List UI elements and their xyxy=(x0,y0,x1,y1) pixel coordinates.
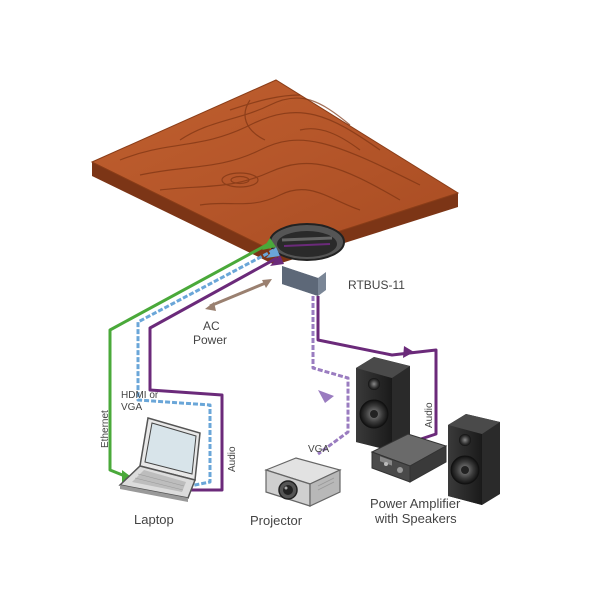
projector-label: Projector xyxy=(250,513,303,528)
power-cable xyxy=(209,280,269,308)
audio-cable-laptop xyxy=(148,256,278,492)
audio-laptop-label: Audio xyxy=(227,446,238,472)
ac-power-label-line2: Power xyxy=(193,333,227,347)
vga-arrow xyxy=(318,390,334,403)
power-arrow-top xyxy=(262,279,272,288)
ac-power-label-line1: AC xyxy=(203,319,220,333)
power-amplifier xyxy=(370,433,448,483)
audio-arrow-top xyxy=(270,255,284,266)
table xyxy=(90,79,460,265)
ethernet-arrow-top xyxy=(262,238,276,250)
ethernet-label: Ethernet xyxy=(100,410,111,448)
hdmi-vga-label-line1: HDMI or xyxy=(121,390,159,401)
ethernet-cable xyxy=(108,240,273,480)
speaker-left xyxy=(356,357,410,451)
amp-label-line2: with Speakers xyxy=(374,511,457,526)
hdmi-cable xyxy=(136,248,275,488)
audio-amp-label: Audio xyxy=(424,402,435,428)
device-label: RTBUS-11 xyxy=(348,278,405,292)
laptop-label: Laptop xyxy=(134,512,174,527)
speaker-right xyxy=(448,414,500,505)
rtbus-device xyxy=(269,223,345,296)
cables xyxy=(108,238,438,492)
hdmi-vga-label-line2: VGA xyxy=(121,402,142,413)
audio-cable-amp xyxy=(316,296,438,442)
vga-projector-label: VGA xyxy=(308,444,329,455)
hdmi-arrow xyxy=(266,247,280,258)
vga-cable-projector xyxy=(311,296,350,456)
power-arrow-bottom xyxy=(205,302,216,311)
amp-label-line1: Power Amplifier xyxy=(370,496,461,511)
laptop xyxy=(118,417,201,502)
projector xyxy=(264,457,342,507)
audio-amp-arrow xyxy=(403,346,414,358)
